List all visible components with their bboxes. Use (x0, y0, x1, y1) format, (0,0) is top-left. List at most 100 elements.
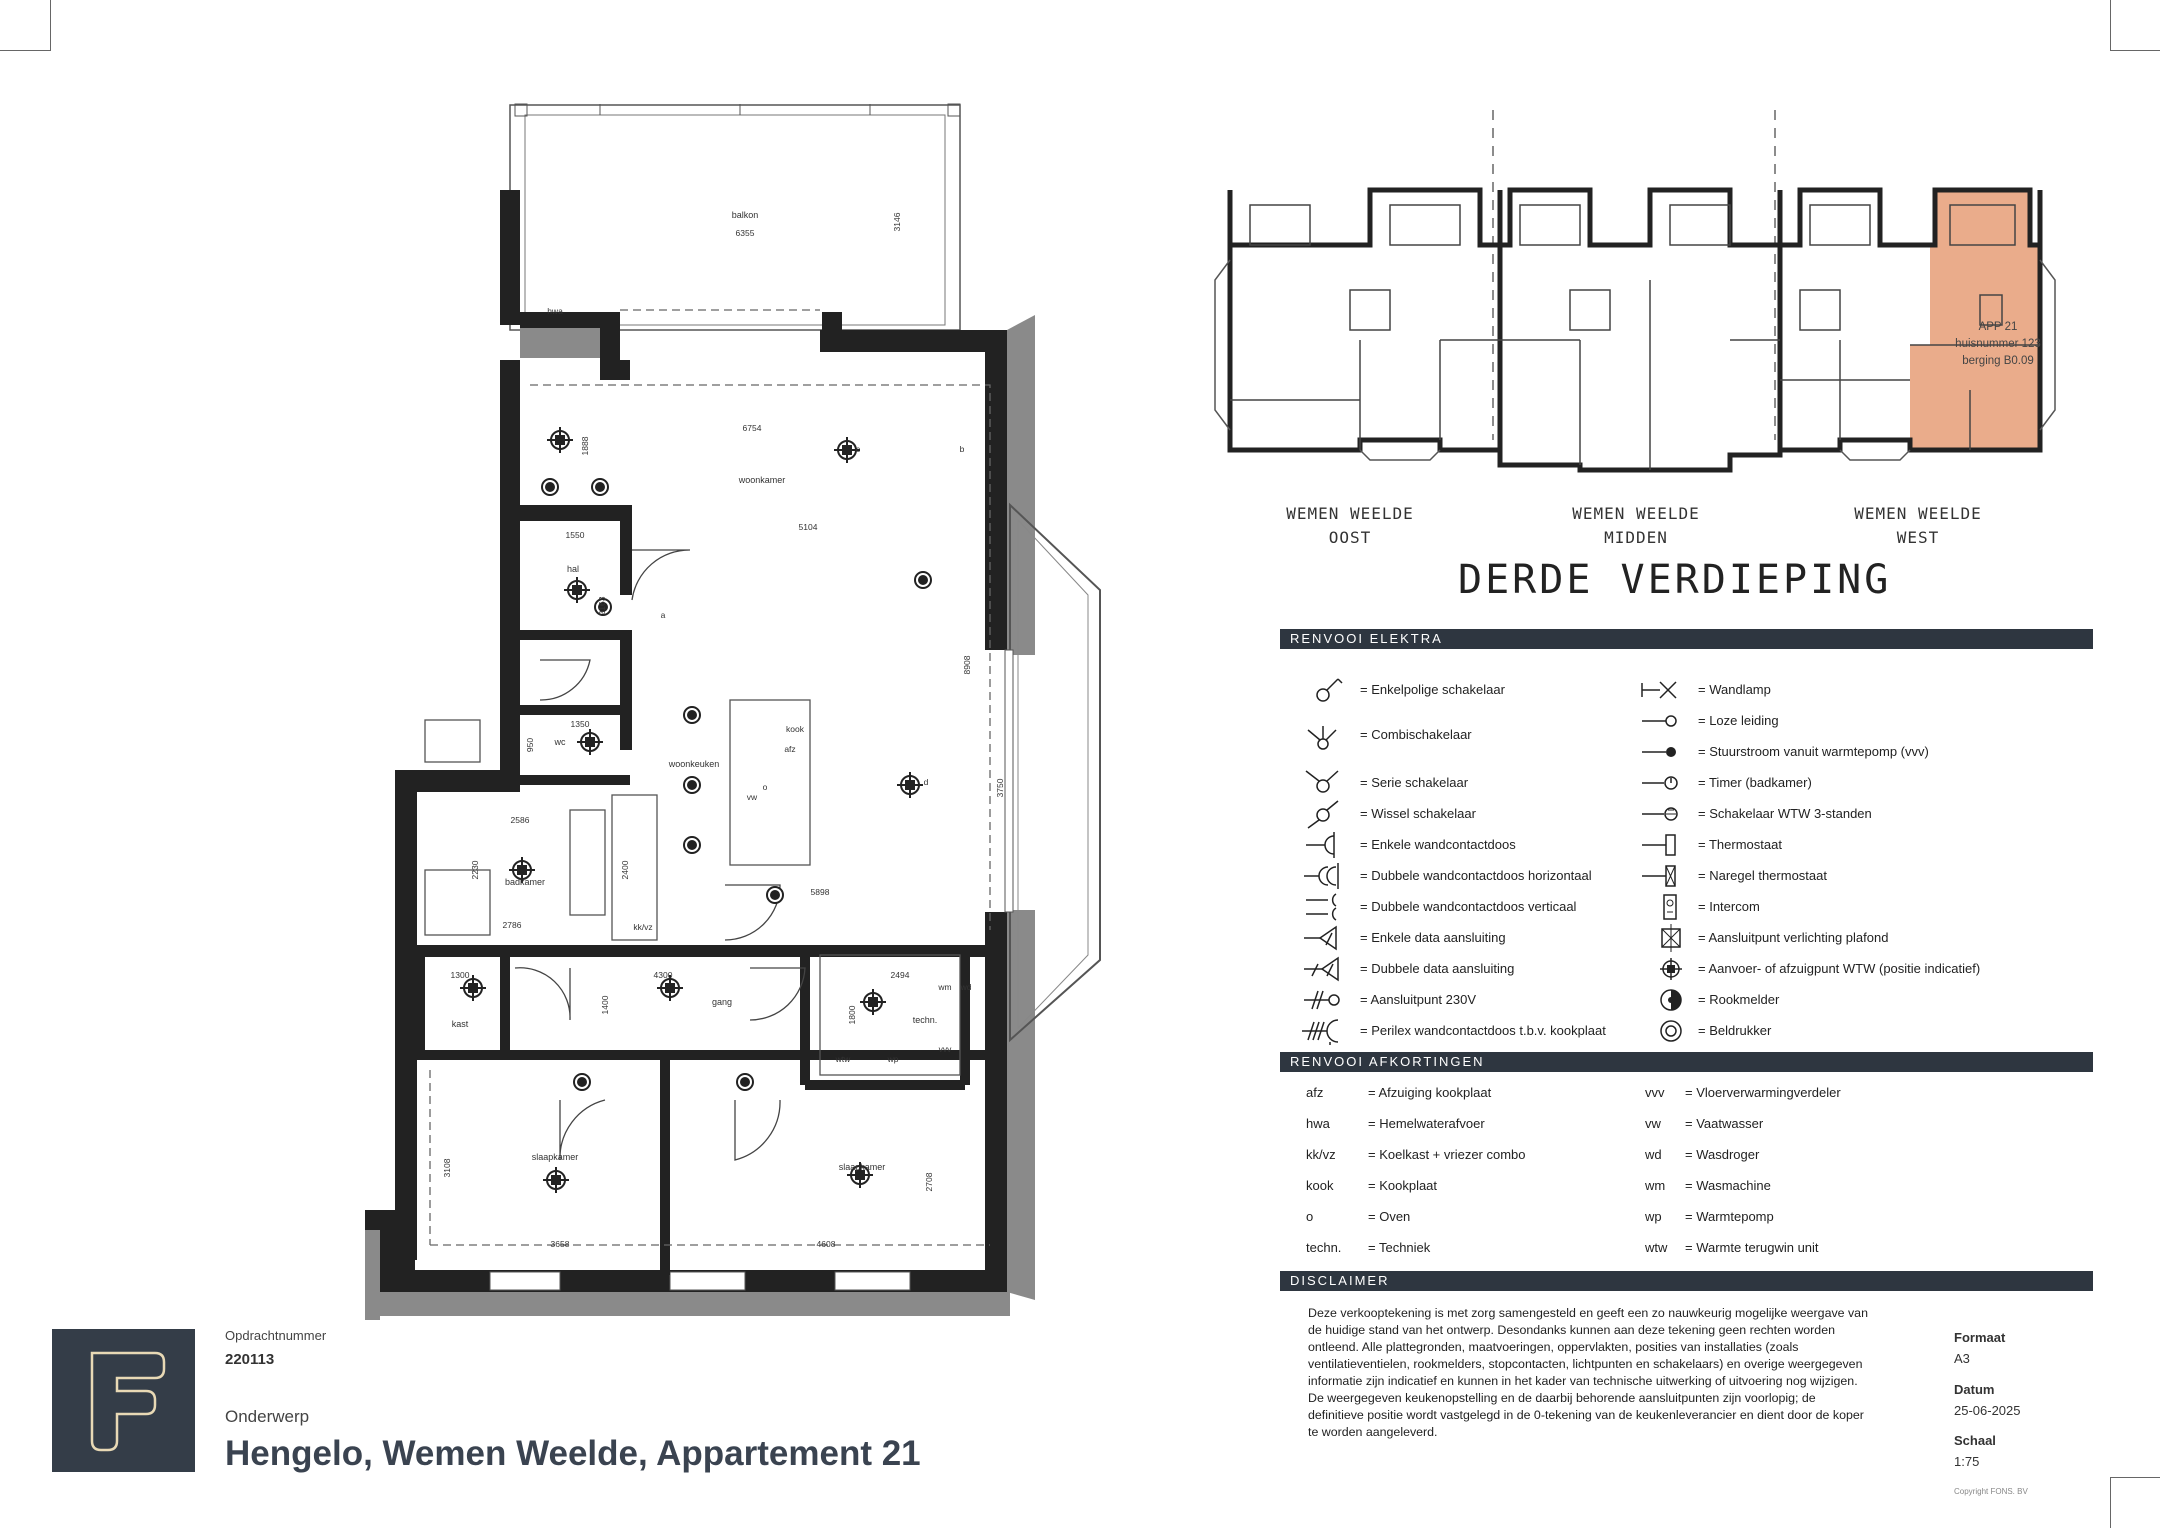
abbr-code: vw (1645, 1116, 1661, 1131)
socket-double-vertical-icon (1306, 893, 1337, 921)
abbr-text: = Warmtepomp (1685, 1209, 1774, 1224)
copyright: Copyright FONS. BV (1954, 1487, 2028, 1496)
legend-label: = Dubbele data aansluiting (1360, 961, 1515, 976)
abbr-code: kook (1306, 1178, 1334, 1193)
keyplan-berging: berging B0.09 (1962, 355, 2034, 367)
switch-combi-icon (1307, 726, 1337, 750)
wing-west-line2: WEST (1896, 528, 1940, 547)
legend-label: = Dubbele wandcontactdoos horizontaal (1360, 868, 1592, 883)
abbr-code: afz (1306, 1085, 1324, 1100)
legend-label: = Schakelaar WTW 3-standen (1698, 806, 1872, 821)
intercom-icon (1663, 894, 1677, 920)
dim-1400: 1400 (600, 995, 610, 1014)
dim-1888: 1888 (580, 436, 590, 455)
control-current-icon (1642, 747, 1676, 757)
wing-midden: WEMEN WEELDE MIDDEN (1536, 502, 1736, 550)
dim-1550: 1550 (566, 530, 585, 540)
ceiling-light-icon (1661, 924, 1681, 952)
label-slaapkamer-1: slaapkamer (532, 1152, 579, 1162)
dim-2786: 2786 (503, 920, 522, 930)
dim-1350: 1350 (571, 719, 590, 729)
connection-230v-icon (1304, 990, 1340, 1010)
legend-label: = Perilex wandcontactdoos t.b.v. kookpla… (1360, 1023, 1606, 1038)
dim-2708: 2708 (924, 1172, 934, 1191)
legend-label: = Aanvoer- of afzuigpunt WTW (positie in… (1698, 961, 1981, 976)
abbr-text: = Warmte terugwin unit (1685, 1240, 1819, 1255)
wing-midden-line2: MIDDEN (1604, 528, 1668, 547)
floor-plan: balkon woonkamer woonkeuken hal wc badka… (365, 103, 1101, 1320)
label-gang: gang (712, 997, 732, 1007)
abbr-code: o (1306, 1209, 1314, 1224)
legend-label: = Timer (badkamer) (1698, 775, 1812, 790)
abbr-code: kk/vz (1306, 1147, 1336, 1162)
wing-oost-line2: OOST (1328, 528, 1372, 547)
tag-c: c (856, 444, 861, 454)
tag-b: b (960, 444, 965, 454)
abbr-text: = Koelkast + vriezer combo (1368, 1147, 1526, 1162)
dim-3750: 3750 (995, 778, 1005, 797)
wtw-switch-icon (1642, 807, 1678, 821)
dim-2163: 2163 (597, 596, 607, 615)
perilex-socket-icon (1302, 1019, 1339, 1045)
tag-afz: afz (784, 744, 795, 754)
disclaimer-paragraph-1: Deze verkooptekening is met zorg samenge… (1308, 1306, 1868, 1388)
dim-2230: 2230 (470, 860, 480, 879)
dashed-outline (429, 309, 991, 1246)
tag-kook: kook (786, 724, 805, 734)
section-bar-disclaimer: DISCLAIMER (1280, 1271, 2093, 1291)
label-techn: techn. (913, 1015, 938, 1025)
abbr-text: = Hemelwaterafvoer (1368, 1116, 1485, 1131)
tag-wm: wm (937, 982, 951, 992)
key-plan: APP 21 huisnummer 123 berging B0.09 (1214, 110, 2056, 473)
formaat-label: Formaat (1954, 1330, 2006, 1345)
interior-walls (395, 505, 1005, 1275)
abbr-text: = Wasdroger (1685, 1147, 1760, 1162)
abbr-text: = Kookplaat (1368, 1178, 1438, 1193)
legend-label: = Aansluitpunt 230V (1360, 992, 1477, 1007)
dim-balkon-width: 6355 (736, 228, 755, 238)
equipment-tags: hwa kook afz vw o kk/vz wtw wp vvv wm wd… (547, 306, 971, 1064)
legend-label: = Loze leiding (1698, 713, 1779, 728)
ceiling-lamps (459, 426, 924, 1194)
bay-window (1004, 502, 1101, 1043)
keyplan-app: APP 21 (1979, 321, 2018, 333)
data-double-icon (1304, 956, 1339, 982)
legend-label: = Intercom (1698, 899, 1760, 914)
schaal-label: Schaal (1954, 1433, 1996, 1448)
label-woonkamer: woonkamer (738, 475, 786, 485)
exterior-walls-grey (365, 315, 1035, 1320)
datum-value: 25-06-2025 (1954, 1403, 2021, 1418)
ventilation-point-icon (1660, 958, 1682, 980)
floor-title: DERDE VERDIEPING (1458, 557, 1892, 603)
dim-woonkamer-mid: 5104 (799, 522, 818, 532)
tag-kkvz: kk/vz (633, 922, 652, 932)
legend-label: = Combischakelaar (1360, 727, 1472, 742)
label-kast: kast (452, 1019, 469, 1029)
tag-a: a (661, 610, 666, 620)
datum-label: Datum (1954, 1382, 1995, 1397)
abbr-text: = Techniek (1368, 1240, 1431, 1255)
dim-2586: 2586 (511, 815, 530, 825)
legend-label: = Serie schakelaar (1360, 775, 1469, 790)
sub-thermostat-icon (1642, 865, 1676, 887)
wall-lamp-icon (1641, 681, 1677, 699)
tag-wtw: wtw (835, 1054, 852, 1064)
abbr-code: techn. (1306, 1240, 1342, 1255)
dim-5898: 5898 (811, 887, 830, 897)
tag-vvv: vvv (939, 1044, 953, 1054)
abbr-code: vvv (1645, 1085, 1665, 1100)
abbr-text: = Vaatwasser (1685, 1116, 1764, 1131)
abbr-text: = Oven (1368, 1209, 1411, 1224)
kitchen-units (424, 699, 961, 1076)
dim-4300: 4300 (654, 970, 673, 980)
crop-mark-tr (2110, 0, 2160, 51)
tag-o: o (763, 782, 768, 792)
wing-oost: WEMEN WEELDE OOST (1250, 502, 1450, 550)
legend-label: = Enkelpolige schakelaar (1360, 682, 1505, 697)
project-title: Hengelo, Wemen Weelde, Appartement 21 (225, 1434, 921, 1473)
dim-woonkamer-width: 6754 (743, 423, 762, 433)
abbr-code: wd (1645, 1147, 1662, 1162)
dim-2494: 2494 (891, 970, 910, 980)
socket-double-horizontal-icon (1304, 863, 1339, 889)
keyplan-huisnummer: huisnummer 123 (1955, 338, 2041, 350)
